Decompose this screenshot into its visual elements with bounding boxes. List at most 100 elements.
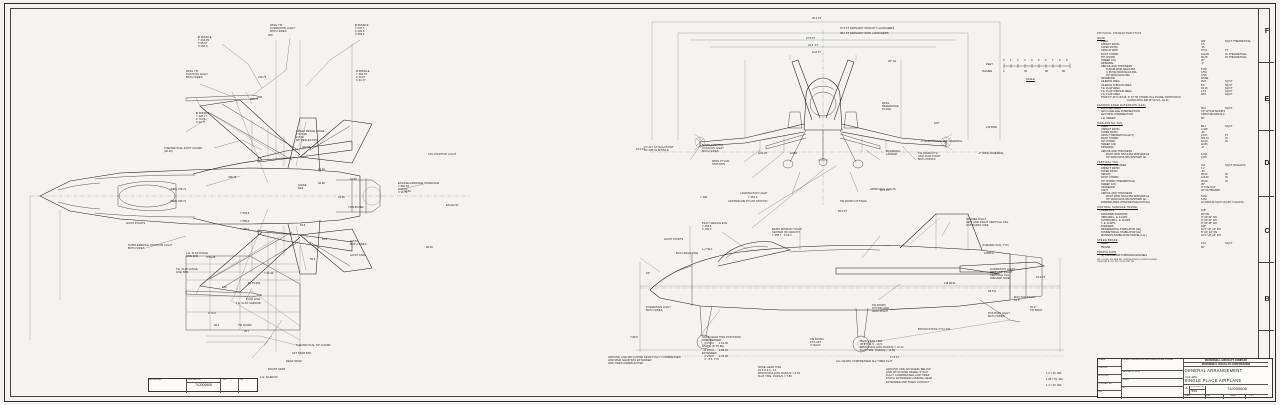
bottom-left-title-strip: APPROVED CODE IDENT NO 74J000606 1 OF 1 … [148, 378, 258, 393]
spec-row-value: 43.43 [1201, 140, 1208, 144]
callout-hinge-ref-plan: HINGE REF [298, 184, 307, 191]
callout-missile-fwd-left: ₡ MISSILE Y 434.99 Z 95.97 X 255.8 [198, 36, 212, 49]
callout-rear-spar: REAR SPAR [286, 360, 302, 363]
spec-row-unit: SQ FT [1225, 80, 1233, 84]
spec-row-label: TIP CHORD [1101, 55, 1115, 59]
spec-row-value: 60° [1201, 116, 1205, 120]
spec-row-label: DIHEDRAL [1101, 146, 1114, 150]
spec-row-label: RUDDER AREA (THEORETICAL/ACTUAL) [1101, 201, 1151, 205]
callout-aft-spar: AFT SPAR 68% [292, 352, 312, 355]
spec-row-value: 190.29 [1201, 52, 1209, 56]
callout-box-hinge-line: BOX HINGE LINE [676, 252, 699, 255]
note-ground-line-compressed: GROUND LINE WITH NOSE GEAR FULLY COMPRES… [608, 356, 681, 366]
strip-label-left: APPROVED [149, 379, 187, 393]
spec-row-unit: IN. THEORETICAL [1225, 55, 1247, 59]
front-leaders [689, 145, 917, 229]
callout-tie-down-3-back: TIE DOWN FTG AFT 3° BACK [810, 338, 824, 348]
spec-row-value: 3.5% [1201, 74, 1207, 78]
spec-row-label: TRAVEL [1101, 245, 1111, 249]
scale-feet-tick-4: 4 [1031, 59, 1033, 62]
unless-specified-note: UNLESS OTHERWISE SPECIFIED DIMENSIONS AR… [1122, 359, 1184, 371]
zone-letter-B: B [1264, 296, 1270, 303]
spec-row-unit: IN [1225, 179, 1228, 183]
spec-row-label: Xₗ 95.500 WOD NACA 65A [1106, 71, 1137, 75]
callout-landing-taxi-light: LANDING/TAXI LIGHT [740, 192, 768, 195]
side-dim-0: 56.0 FT [838, 210, 848, 213]
spec-row-label: ROOT CHORD [1101, 137, 1119, 141]
scale-inches-tick-2: 60 [1045, 70, 1048, 73]
callout-te-flap-shroud: T.E. FLAP SHROUD [236, 302, 261, 305]
note-wa-2: 1.05 Y IN. WA [1046, 378, 1063, 381]
spec-row-value: 3.5 [1201, 43, 1205, 47]
plan-dim-11: 44.28 [318, 182, 325, 185]
side-view-geometry [636, 213, 1064, 357]
callout-wingtip-formation-light: WING TIP FORMATION LIGHT BOTH SIDES [270, 24, 295, 34]
drawing-number-title: 74J000606 [1206, 386, 1268, 395]
spec-row-value: X77.0/Y196.5/Z135.5 [1201, 110, 1226, 114]
plan-leaders [145, 37, 425, 359]
spec-row-value: 5.6 [1201, 83, 1205, 87]
spec-row-label: SWEEP C/4) [1101, 143, 1116, 147]
spec-row-value: 66.28 [1201, 55, 1208, 59]
checked-label: CHECKED [1098, 367, 1122, 375]
front-view-geometry [650, 21, 1001, 205]
contract-label: CONTRACT NO [1098, 383, 1122, 391]
front-dim-9: Δ 04.25 [758, 152, 768, 155]
spec-row: (2) F404-GE-400 TURBOFAN ENGINES [1097, 254, 1273, 257]
spec-row-label: AILERON AREA [1101, 80, 1120, 84]
spec-row-value: 6.0% [1201, 152, 1207, 156]
spec-row-value: 5.0% [1201, 68, 1207, 72]
sheet-border-outer [4, 3, 1276, 402]
callout-max-tail-down: MAX TAIL DOWN 15.5° [1014, 296, 1036, 303]
spec-row-value: 1.2 [1201, 167, 1205, 171]
front-dim-5: 11.8 FT [812, 51, 822, 54]
spec-row-value: 60° [1201, 245, 1205, 249]
plan-dim-7: 19.10 [318, 168, 325, 171]
spec-row: SWEEP C/4)42.83 [1097, 143, 1273, 146]
spec-row: TAPER RATIO.46 [1097, 131, 1273, 134]
spec-row-label: DIHEDRAL [1101, 61, 1114, 65]
spec-row-value: 16.20/15.44 SQ FT (8.10/7.72 EACH) [1201, 201, 1244, 205]
spec-row-label: EXPOSED AREA [1101, 107, 1121, 111]
strip-number-label: CODE IDENT NO [187, 379, 221, 383]
spec-row-value: X365/Y403.9/Z120.2 [1201, 113, 1225, 117]
scale-feet-tick-0: 0 [1003, 59, 1005, 62]
spec-row: RUDDERS±30° [1097, 225, 1273, 228]
spec-row-label: AILERONS [1101, 209, 1114, 213]
zone-divider-5 [1258, 330, 1274, 331]
plan-dim-0: 400 [268, 34, 273, 37]
spec-group-heading: PROPULSION [1097, 250, 1117, 254]
side-dim-1: 15.3 FT [1036, 276, 1046, 279]
spec-row-label: T.E. FLAP AREA [1101, 86, 1120, 90]
spec-row: TIP CHORD 66.28 IN. THEORETICAL [1097, 56, 1273, 59]
scale-feet-tick-3: 3 [1024, 59, 1026, 62]
spec-row: RUDDER AREA (THEORETICAL/ACTUAL) 16.20/15… [1097, 201, 1273, 204]
callout-tip-back: 26.2° TIP BACK [1030, 306, 1043, 313]
spec-row-label: INBOARD L. E. FLAPS [1101, 215, 1128, 219]
scale-bar-graphic [1003, 63, 1071, 69]
spec-row-label: MAXIMUM STABILATOR TRAVEL (L.E.) [1101, 234, 1147, 238]
spec-row-value: 10.5° UP, 24° DN [1201, 234, 1221, 238]
spec-row: MAXIMUM STABILATOR TRAVEL (L.E.) 10.5° UP… [1097, 234, 1273, 237]
note-ground-line-no-wheel: GROUND LINE NO WHEEL BELOW LINE WITH NOS… [886, 368, 933, 384]
spec-row: SWEEP C/4)20° [1097, 59, 1273, 62]
front-dim-11: Y 354.0 [748, 196, 758, 199]
spec-row-value: 5.0% [1201, 194, 1207, 198]
